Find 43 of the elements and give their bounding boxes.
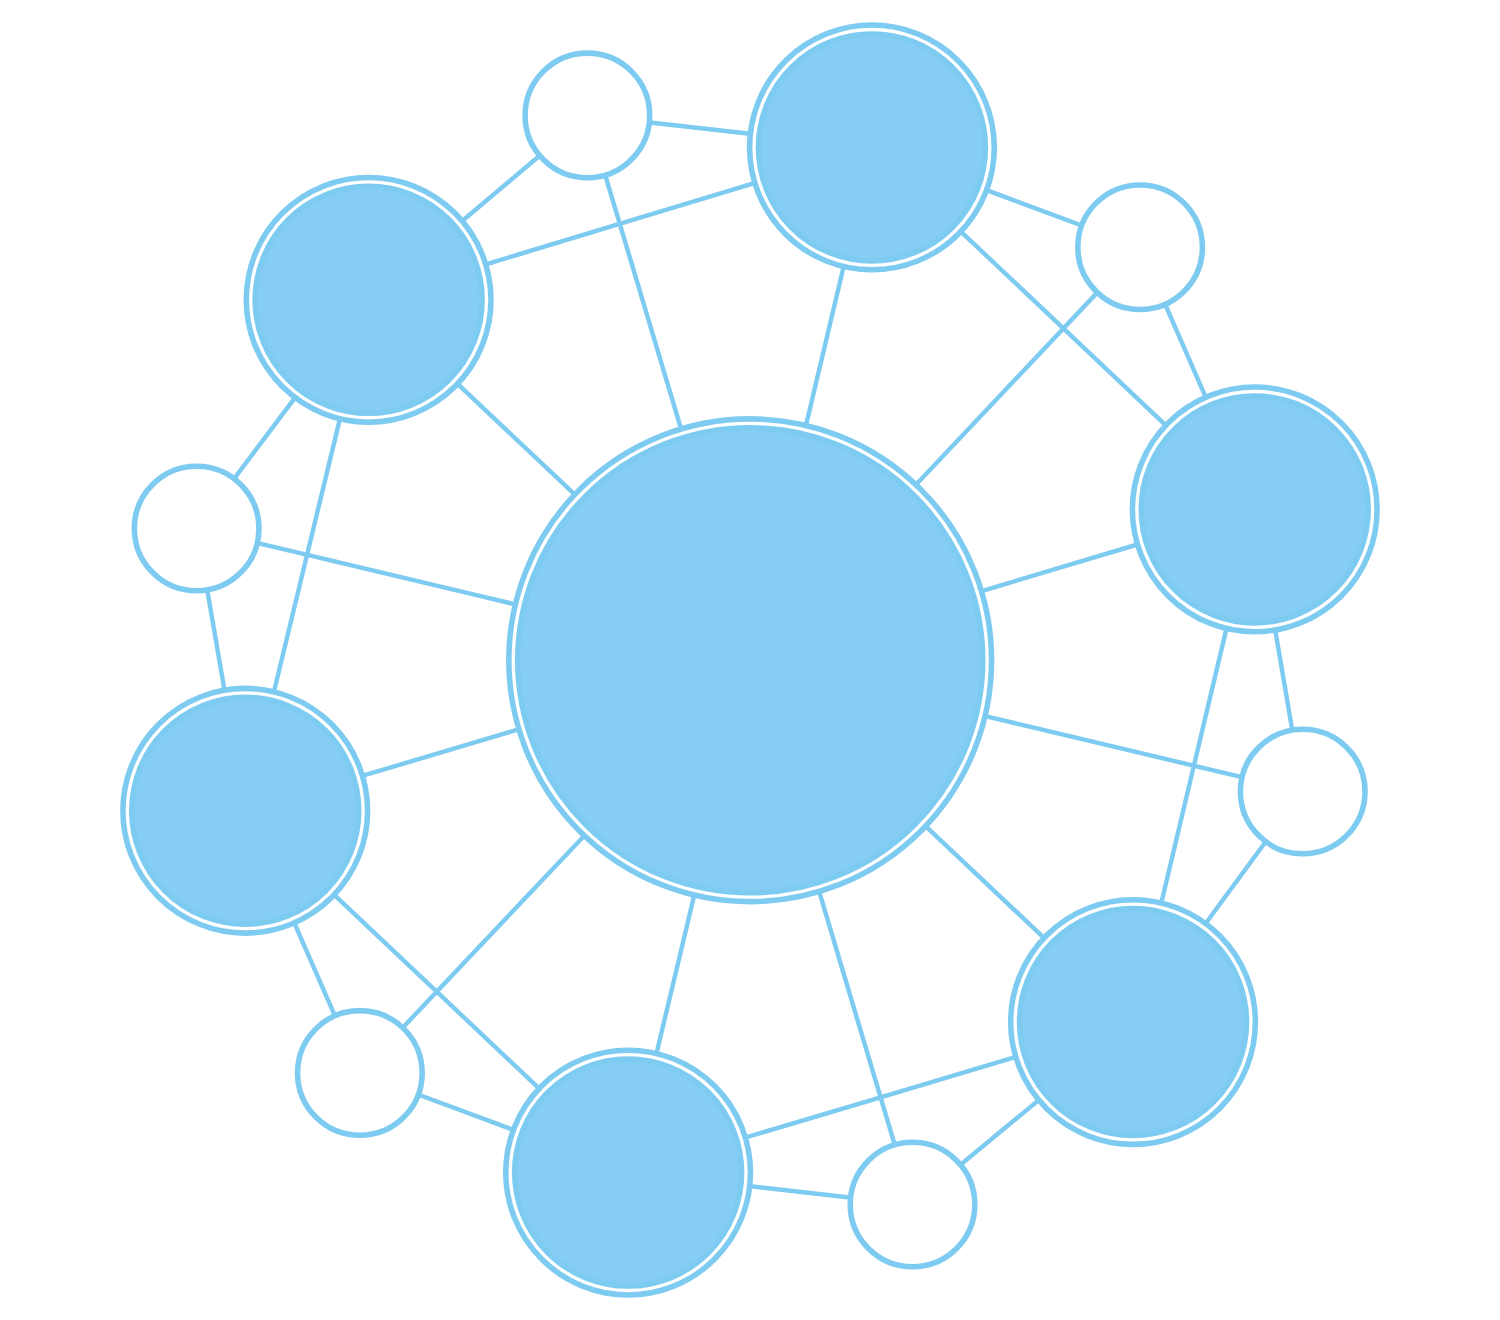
connector — [960, 230, 1168, 427]
node-circle — [243, 174, 494, 425]
node-circle — [1237, 726, 1368, 857]
connector — [984, 713, 1243, 780]
connector — [654, 895, 697, 1054]
connector — [333, 893, 541, 1090]
connector — [745, 1055, 1016, 1140]
node-circle — [120, 685, 371, 936]
connector — [292, 922, 337, 1017]
node-circle — [1007, 896, 1259, 1148]
node-circle — [522, 50, 653, 181]
connector — [914, 291, 1099, 487]
node-circle — [294, 1007, 425, 1138]
node-circle — [746, 22, 998, 273]
connector — [603, 175, 684, 430]
connector — [232, 396, 297, 480]
node-circle — [1075, 182, 1206, 313]
connector — [803, 266, 846, 426]
node-circle — [506, 416, 995, 905]
connector — [485, 180, 755, 267]
connector — [401, 834, 586, 1029]
connector — [649, 120, 751, 136]
connector — [1163, 304, 1208, 398]
connector — [960, 1098, 1040, 1166]
connector — [461, 154, 541, 223]
connector — [456, 382, 576, 496]
connector — [362, 727, 519, 778]
connector — [1273, 629, 1295, 730]
connector — [986, 188, 1082, 228]
connector — [257, 540, 516, 607]
connector — [271, 418, 342, 693]
connector — [417, 1092, 514, 1132]
connector — [1204, 841, 1268, 925]
node-circle — [503, 1047, 754, 1298]
node-circle — [1129, 384, 1380, 635]
node-circle — [131, 463, 262, 594]
connector — [981, 542, 1138, 594]
node-circle — [847, 1139, 978, 1270]
connector — [924, 824, 1046, 940]
connector — [750, 1184, 851, 1200]
connector — [817, 891, 897, 1145]
connector — [1159, 628, 1229, 903]
connector — [205, 590, 227, 691]
